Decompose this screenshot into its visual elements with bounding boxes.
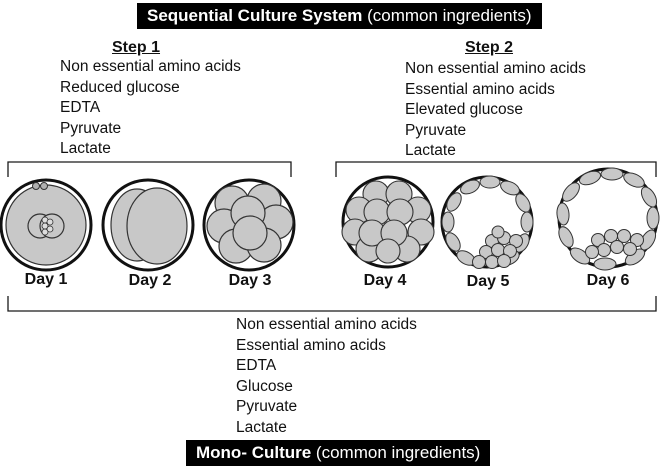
mono-culture-title: Mono- Culture (common ingredients) — [186, 440, 491, 466]
mono-culture-bracket — [7, 296, 657, 312]
mono-culture-ingredient-list: Non essential amino acids Essential amin… — [236, 315, 417, 438]
eight-cell-embryo — [202, 178, 296, 272]
step-2-ingredient-list: Non essential amino acids Essential amin… — [405, 59, 586, 162]
step-2-ingredient: Non essential amino acids — [405, 60, 586, 77]
step-2-ingredient: Elevated glucose — [405, 101, 524, 118]
day-1-label: Day 1 — [24, 271, 68, 288]
step-2-ingredient: Pyruvate — [405, 121, 467, 139]
step-1-ingredient: Non essential amino acids — [60, 58, 241, 75]
mono-culture-ingredient: Non essential amino acids — [236, 316, 417, 333]
step-1-ingredient: EDTA — [60, 99, 101, 116]
mono-culture-ingredient: EDTA — [236, 357, 277, 374]
step-2-ingredient: Essential amino acids — [405, 80, 555, 98]
morula-embryo — [341, 175, 435, 269]
mono-culture-title-bold: Mono- Culture — [196, 443, 312, 462]
step-2-bracket — [335, 161, 657, 177]
early-blastocyst — [440, 175, 534, 269]
step-2-ingredient: Lactate — [405, 142, 456, 159]
step-1-bracket — [7, 161, 292, 177]
sequential-culture-title: Sequential Culture System (common ingred… — [137, 3, 542, 29]
day-2-label: Day 2 — [128, 272, 172, 289]
step-1-ingredient: Pyruvate — [60, 119, 122, 137]
mono-culture-ingredient: Pyruvate — [236, 398, 298, 415]
mono-culture-ingredient: Lactate — [236, 418, 287, 436]
step-2-heading: Step 2 — [465, 39, 514, 56]
sequential-culture-title-rest: (common ingredients) — [362, 6, 532, 25]
step-1-ingredient: Lactate — [60, 140, 111, 157]
day-3-label: Day 3 — [228, 272, 272, 289]
day-4-label: Day 4 — [363, 272, 407, 289]
zygote-embryo — [0, 178, 93, 272]
mono-culture-ingredient: Glucose — [236, 377, 293, 395]
day-6-label: Day 6 — [586, 272, 630, 289]
mono-culture-title-rest: (common ingredients) — [311, 443, 481, 462]
mono-culture-ingredient: Essential amino acids — [236, 336, 386, 354]
sequential-culture-title-bold: Sequential Culture System — [147, 6, 363, 25]
step-1-ingredient-list: Non essential amino acids Reduced glucos… — [60, 57, 241, 160]
step-1-ingredient: Reduced glucose — [60, 78, 180, 96]
step-1-heading: Step 1 — [112, 39, 161, 56]
day-5-label: Day 5 — [466, 273, 510, 290]
two-cell-embryo — [101, 178, 195, 272]
expanded-blastocyst — [556, 167, 660, 271]
